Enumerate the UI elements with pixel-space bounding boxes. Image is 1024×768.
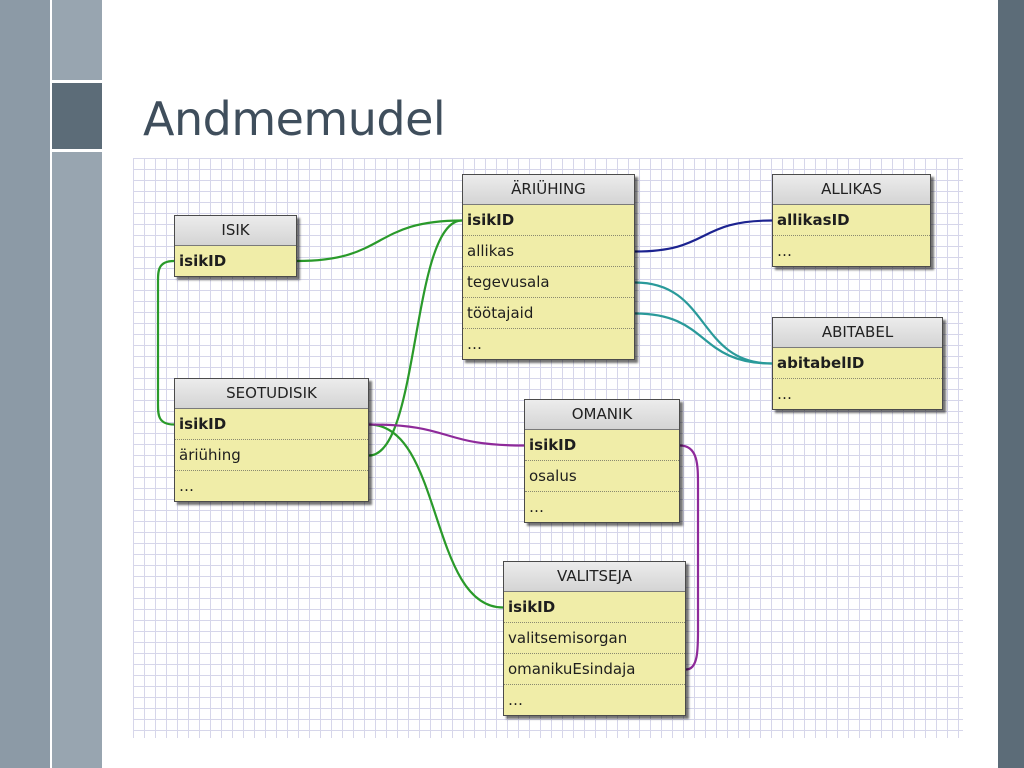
entity-header: OMANIK — [525, 400, 679, 430]
relationship-line — [634, 312, 773, 365]
entity-field: … — [179, 477, 194, 495]
relationship-line — [296, 219, 463, 263]
relationship-lines — [156, 219, 773, 671]
relationship-line — [368, 219, 463, 457]
entity-field: äriühing — [175, 440, 368, 471]
slide-title: Andmemudel — [143, 92, 446, 146]
left-decor-block-bottom — [52, 152, 102, 768]
entity-seotudisik[interactable]: SEOTUDISIK isikID äriühing … — [174, 378, 369, 502]
left-decor-block-accent — [52, 83, 102, 149]
entity-field: tegevusala — [463, 267, 634, 298]
entity-valitseja[interactable]: VALITSEJA isikID valitsemisorgan omaniku… — [503, 561, 686, 716]
entity-field: … — [777, 242, 792, 260]
left-decor-block-top — [52, 0, 102, 80]
entity-header: SEOTUDISIK — [175, 379, 368, 409]
relationship-line — [368, 423, 525, 447]
left-decor-bar — [0, 0, 50, 768]
entity-field: … — [529, 498, 544, 516]
relationship-line — [634, 219, 773, 253]
entity-field: omanikuEsindaja — [504, 654, 685, 685]
entity-field: isikID — [175, 409, 368, 440]
relationship-line — [679, 444, 700, 671]
entity-field: isikID — [525, 430, 679, 461]
relationship-line — [156, 259, 175, 426]
entity-field: allikasID — [773, 205, 930, 236]
entity-header: ISIK — [175, 216, 296, 246]
entity-field: allikas — [463, 236, 634, 267]
entity-isik[interactable]: ISIK isikID — [174, 215, 297, 277]
entity-field: osalus — [525, 461, 679, 492]
entity-header: ABITABEL — [773, 318, 942, 348]
relationship-line — [634, 281, 773, 365]
entity-field: isikID — [179, 252, 227, 270]
entity-field: … — [467, 335, 482, 353]
entity-field: abitabelID — [773, 348, 942, 379]
relationship-line — [368, 423, 504, 609]
right-decor-bar — [998, 0, 1024, 768]
entity-abitabel[interactable]: ABITABEL abitabelID … — [772, 317, 943, 410]
entity-field: … — [508, 691, 523, 709]
entity-field: isikID — [504, 592, 685, 623]
entity-field: töötajaid — [463, 298, 634, 329]
diagram-canvas: ISIK isikID ÄRIÜHING isikID allikas tege… — [133, 158, 963, 738]
entity-field: isikID — [463, 205, 634, 236]
entity-allikas[interactable]: ALLIKAS allikasID … — [772, 174, 931, 267]
entity-header: ALLIKAS — [773, 175, 930, 205]
entity-field: valitsemisorgan — [504, 623, 685, 654]
entity-ariuhing[interactable]: ÄRIÜHING isikID allikas tegevusala tööta… — [462, 174, 635, 360]
entity-omanik[interactable]: OMANIK isikID osalus … — [524, 399, 680, 523]
entity-field: … — [777, 385, 792, 403]
entity-header: ÄRIÜHING — [463, 175, 634, 205]
entity-header: VALITSEJA — [504, 562, 685, 592]
